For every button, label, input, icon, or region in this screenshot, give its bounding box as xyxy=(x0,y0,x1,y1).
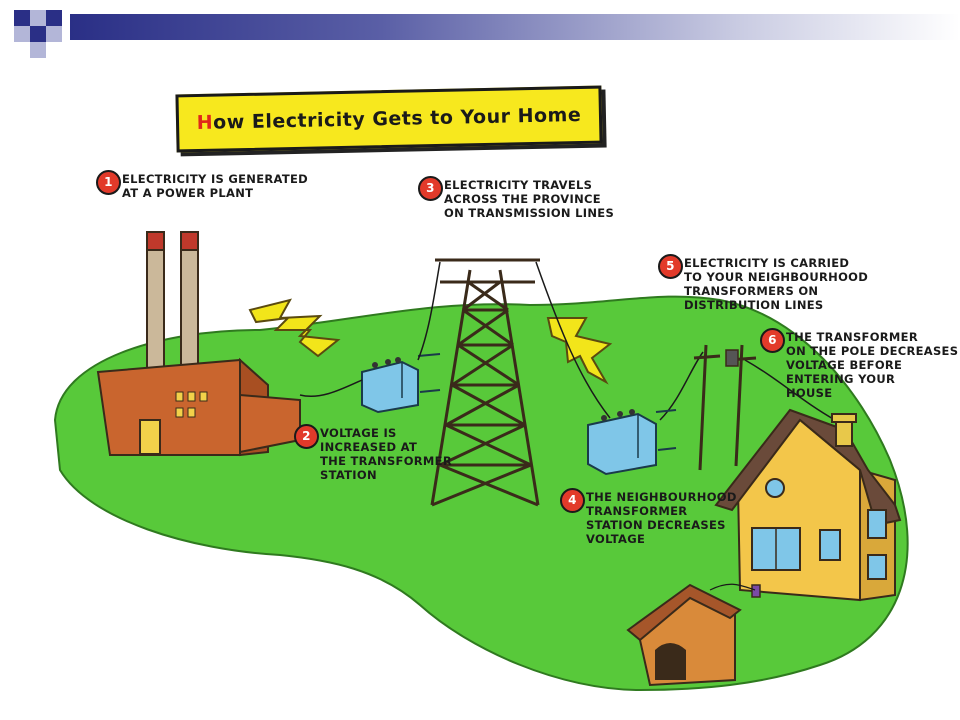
transmission-tower-icon xyxy=(430,258,540,507)
step-number-badge: 3 xyxy=(418,176,443,201)
lightning-bolt-icon xyxy=(248,298,341,358)
step-text: The transformer on the pole decreases vo… xyxy=(786,330,959,400)
step-callout-1: 1 Electricity is generated at a power pl… xyxy=(96,170,308,200)
power-line xyxy=(535,261,611,419)
diagram-title: How Electricity Gets to Your Home xyxy=(196,103,582,135)
step-number-badge: 1 xyxy=(96,170,121,195)
house-icon xyxy=(714,408,902,602)
utility-pole-icon xyxy=(693,344,757,471)
step-callout-3: 3 Electricity travels across the provinc… xyxy=(418,176,615,220)
step-number-badge: 5 xyxy=(658,254,683,279)
distribution-line xyxy=(709,583,756,591)
step-callout-5: 5 Electricity is carried to your neighbo… xyxy=(658,254,869,312)
step-text: Electricity is carried to your neighbour… xyxy=(684,256,869,312)
header-square xyxy=(14,10,30,26)
step-text: Electricity travels across the province … xyxy=(444,178,615,220)
header-square xyxy=(46,26,62,42)
power-line xyxy=(744,359,836,421)
transformer-icon xyxy=(361,353,441,414)
power-line xyxy=(299,379,363,398)
step-text: Voltage is increased at the transformer … xyxy=(320,426,452,482)
header-square xyxy=(14,26,30,42)
header-gradient-bar xyxy=(70,14,960,40)
step-number-badge: 2 xyxy=(294,424,319,449)
transformer-icon xyxy=(587,409,677,476)
power-plant-icon xyxy=(96,231,301,457)
title-banner: How Electricity Gets to Your Home xyxy=(175,85,603,153)
step-number-badge: 6 xyxy=(760,328,785,353)
doghouse-icon xyxy=(626,583,756,687)
header-square xyxy=(46,10,62,26)
header-square xyxy=(30,26,46,42)
step-text: Electricity is generated at a power plan… xyxy=(122,172,308,200)
step-callout-6: 6 The transformer on the pole decreases … xyxy=(760,328,959,400)
step-text: The neighbourhood transformer station de… xyxy=(586,490,737,546)
step-callout-4: 4 The neighbourhood transformer station … xyxy=(560,488,737,546)
header-square xyxy=(30,42,46,58)
step-number-badge: 4 xyxy=(560,488,585,513)
slide-header xyxy=(0,0,960,60)
header-square xyxy=(30,10,46,26)
step-callout-2: 2 Voltage is increased at the transforme… xyxy=(294,424,452,482)
power-line xyxy=(417,261,441,361)
